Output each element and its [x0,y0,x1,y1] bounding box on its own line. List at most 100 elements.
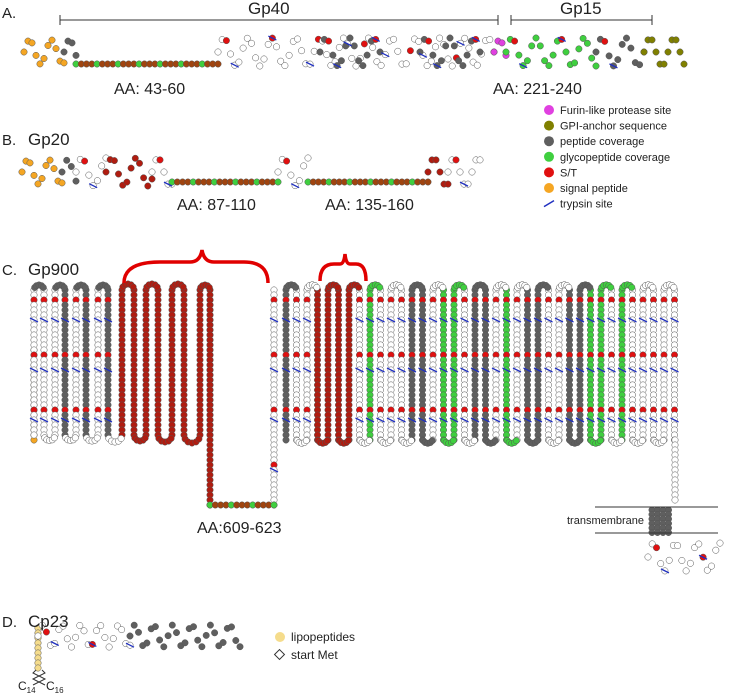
residue-bead [607,283,615,291]
residue-bead [678,557,686,564]
residue-bead [682,567,690,575]
residue-bead [80,627,88,635]
residue-bead [545,62,553,70]
residue-bead [148,175,156,183]
residue-bead [144,182,152,190]
residue-bead [565,283,573,291]
residue-bead [60,59,68,67]
residue-bead [695,540,703,548]
residue-bead [46,156,54,164]
residue-bead [310,47,318,55]
residue-bead [460,283,468,291]
lipid-c16: C16 [46,679,64,694]
residue-bead [653,544,660,552]
residue-bead [640,48,648,56]
residue-bead [465,44,473,52]
residue-bead [130,621,138,629]
residue-bead [601,37,609,45]
residue-bead [365,437,373,445]
residue-bead [81,284,89,291]
residue-bead [386,437,394,445]
residue-bead [605,52,613,60]
residue-bead [523,283,531,291]
residue-bead [205,284,213,291]
residue-bead [512,437,520,445]
residue-bead [93,177,101,185]
residue-bead [214,48,222,56]
residue-bead [455,57,463,65]
residue-bead [118,626,126,634]
residue-bead [256,62,264,70]
residue-bead [437,57,445,65]
residue-bead [407,437,415,445]
residue-bead [450,42,458,50]
residue-bead [313,283,321,291]
residue-bead [456,168,464,176]
residue-bead [444,168,452,176]
residue-bead [68,39,76,47]
legend-start-met-label: start Met [291,648,338,662]
residue-bead [105,643,113,651]
residue-bead [592,48,600,56]
residue-bead [390,35,398,43]
residue-bead [571,59,579,67]
residue-bead [618,40,626,48]
residue-bead [129,283,137,291]
residue-bead [583,39,591,47]
residue-bead [287,171,295,179]
legend-label: peptide coverage [560,136,644,148]
residue-bead [198,643,206,651]
residue-bead [273,43,280,51]
residue-bead [334,283,342,291]
residue-bead [52,45,60,53]
legend-lipopeptides-label: lipopeptides [291,630,355,644]
residue-bead [355,283,363,291]
residue-bead [528,42,536,50]
residue-bead [476,156,484,164]
residue-bead [575,437,583,445]
panel-b-name: Gp20 [28,130,70,149]
residue-bead [623,34,630,42]
residue-bead [109,635,117,643]
residue-bead [532,34,540,42]
gp15-label: Gp15 [560,0,602,18]
residue-bead [42,162,50,169]
residue-bead [283,157,291,165]
residue-bead [579,34,587,42]
residue-bead [232,637,240,644]
residue-bead [323,437,331,445]
residue-bead [329,51,337,59]
residue-bead [72,51,80,59]
legend-label: signal peptide [560,183,628,195]
residue-bead [294,35,301,43]
residue-bead [190,623,197,631]
residue-bead [302,437,310,445]
residue-bead [18,168,26,176]
legend-swatch [544,120,554,131]
residue-bead [672,36,680,44]
residue-bead [671,496,679,504]
panel-b-aa-135-160: AA: 135-160 [325,197,414,214]
residue-bead [295,177,303,185]
residue-bead [179,283,187,291]
residue-bead [541,57,549,65]
legend-swatch [544,136,554,147]
residue-bead [102,168,110,176]
residue-bead [490,48,498,56]
residue-bead [502,283,510,291]
residue-bead [243,34,251,42]
residue-bead [300,162,308,170]
residue-bead [160,168,168,176]
residue-bead [260,55,268,63]
residue-bead [674,542,682,550]
legend-trypsin-swatch [543,199,555,208]
residue-bead [39,284,47,291]
residue-bead [50,434,58,442]
residue-bead [473,61,481,69]
legend-lipopeptide-swatch [275,632,285,642]
residue-bead [394,47,402,55]
residue-bead [418,283,426,291]
lipid-chains [31,669,47,686]
residue-bead [195,435,203,443]
